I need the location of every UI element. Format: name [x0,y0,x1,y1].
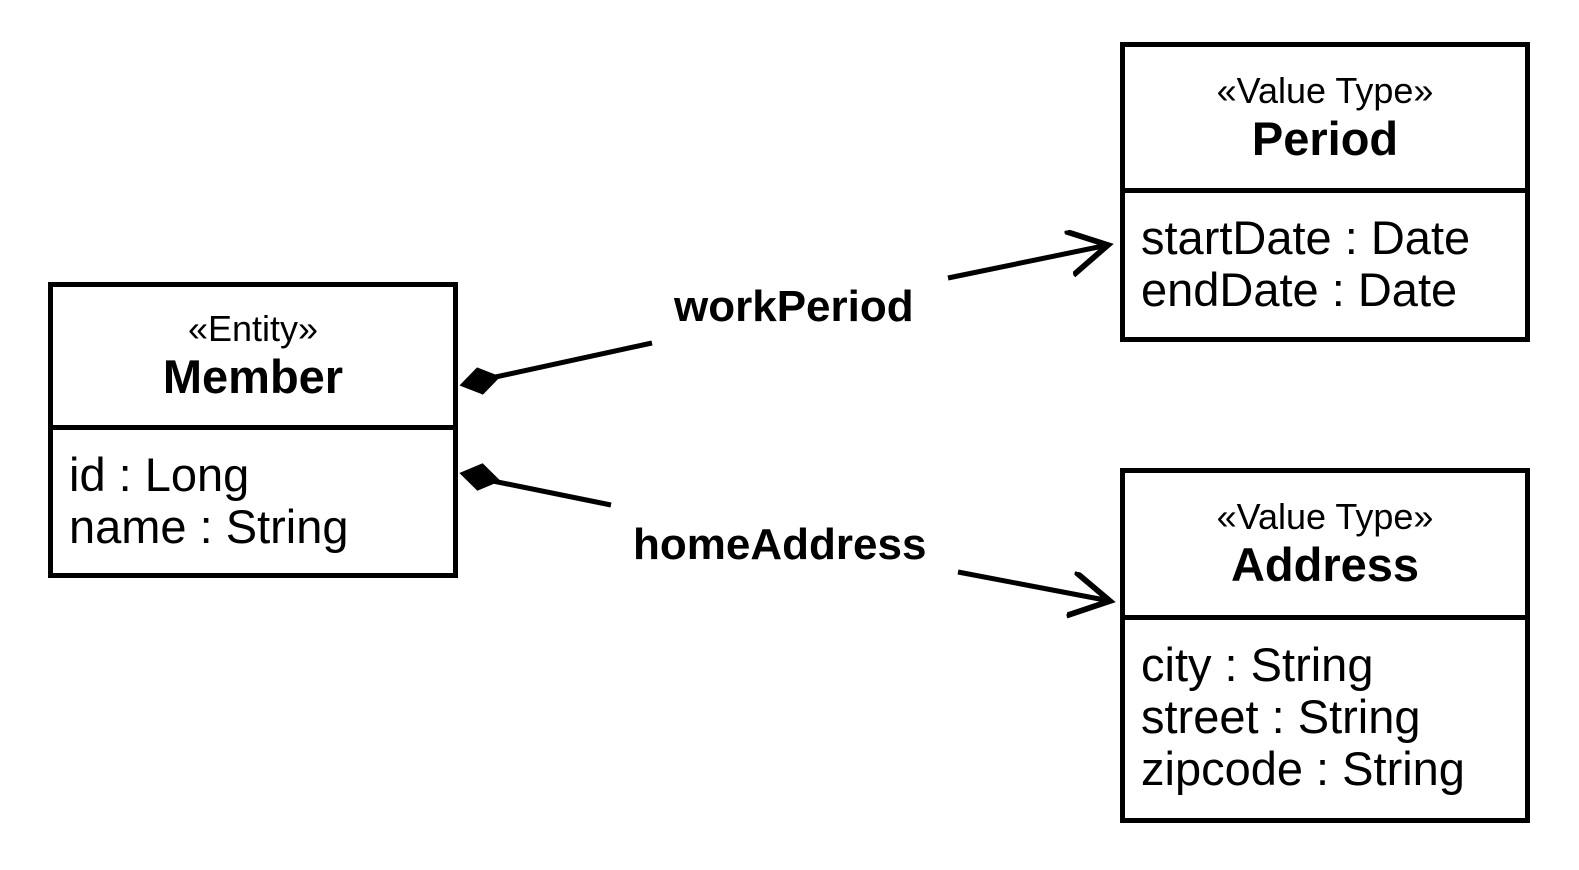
member-class-name: Member [162,350,344,403]
member-stereotype: «Entity» [187,308,319,349]
workperiod-line-target-segment [947,245,1108,281]
address-class-name: Address [1230,538,1420,591]
period-attribute-enddate: endDate : Date [1141,263,1458,316]
composition-diamond-icon [459,367,501,395]
class-attributes-address: city : String street : String zipcode : … [1125,620,1525,795]
address-stereotype: «Value Type» [1216,496,1434,537]
class-attributes-member: id : Long name : String [53,430,453,553]
address-attribute-zipcode: zipcode : String [1141,742,1465,795]
member-attribute-id: id : Long [69,448,250,501]
address-attribute-city: city : String [1141,638,1374,691]
composition-diamond-icon [459,463,501,491]
homeaddress-line-target-segment [957,569,1110,601]
class-box-address: «Value Type» Address city : String stree… [1120,468,1530,823]
period-class-name: Period [1251,111,1399,165]
class-box-period: «Value Type» Period startDate : Date end… [1120,42,1530,342]
period-attribute-startdate: startDate : Date [1141,211,1471,264]
class-header-period: «Value Type» Period [1125,47,1525,193]
association-label-homeaddress: homeAddress [633,520,927,569]
association-homeaddress [459,463,1110,601]
class-header-member: «Entity» Member [53,287,453,430]
class-attributes-period: startDate : Date endDate : Date [1125,193,1525,316]
association-label-workperiod: workPeriod [674,282,914,331]
association-workperiod [459,245,1108,395]
class-box-member: «Entity» Member id : Long name : String [48,282,458,578]
class-header-address: «Value Type» Address [1125,473,1525,620]
period-stereotype: «Value Type» [1216,69,1434,111]
address-attribute-street: street : String [1141,690,1421,743]
member-attribute-name: name : String [69,500,349,553]
